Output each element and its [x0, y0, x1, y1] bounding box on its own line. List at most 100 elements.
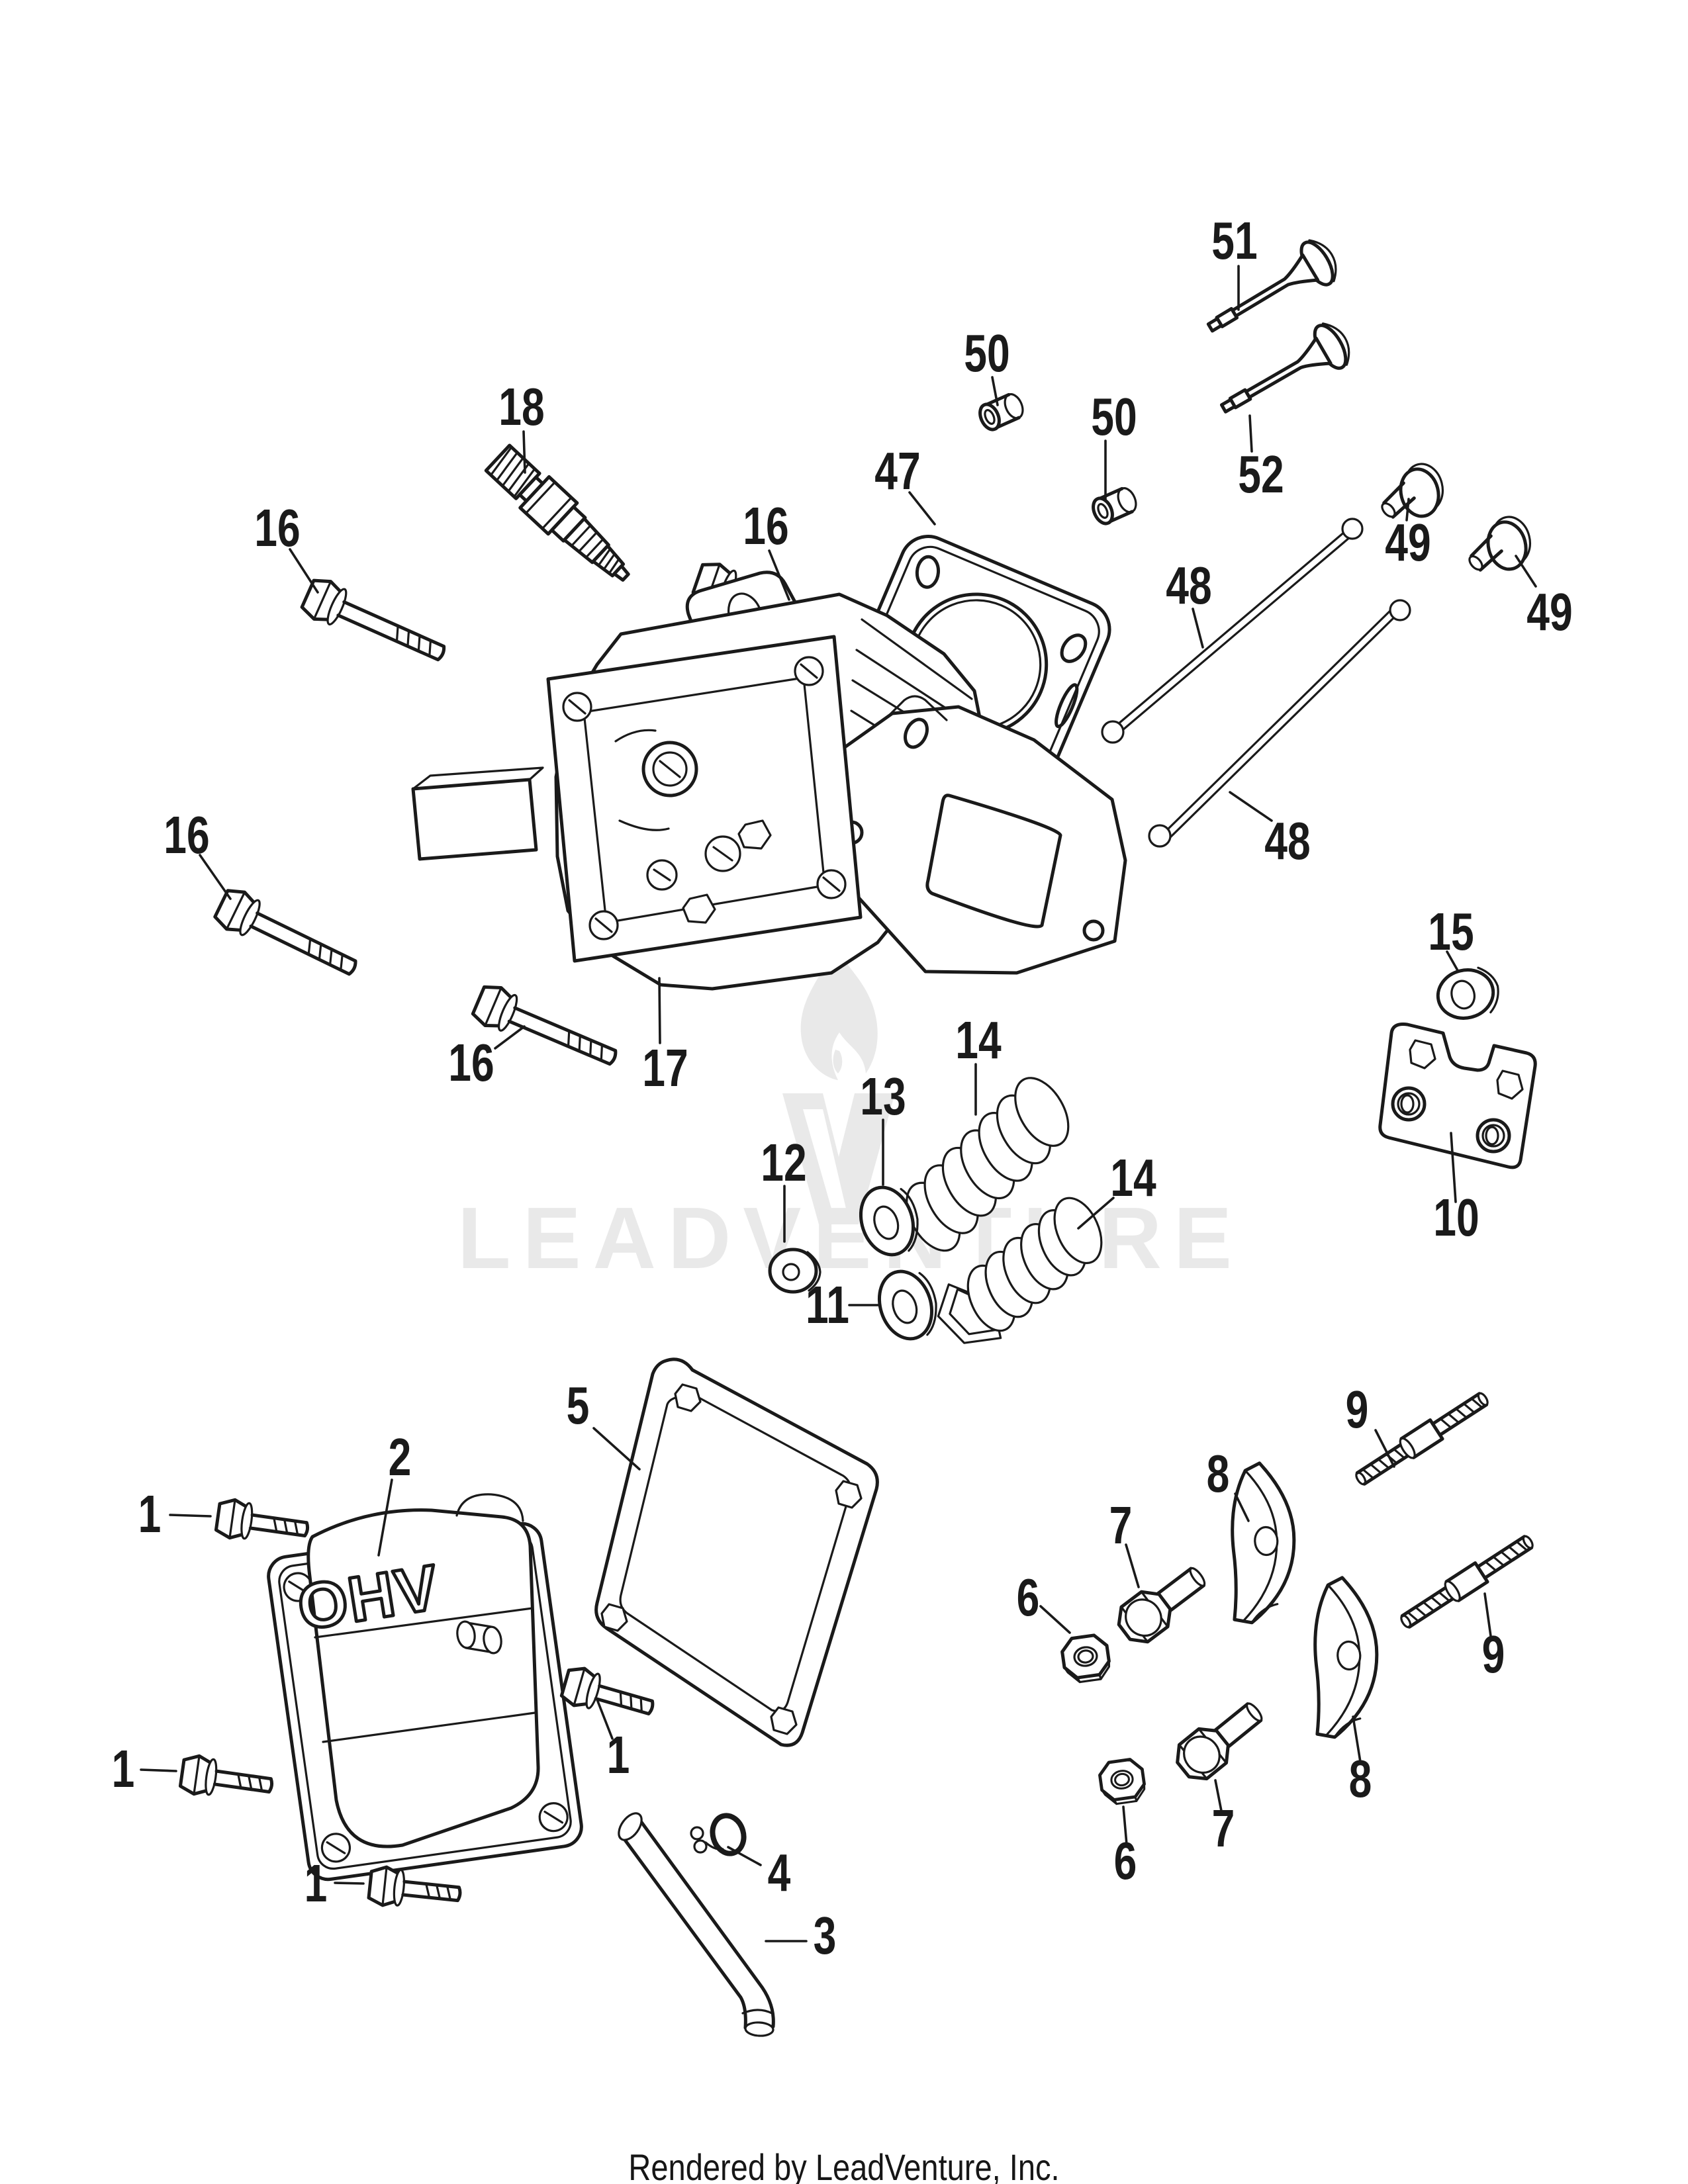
- callout-label[interactable]: 13: [860, 1067, 906, 1126]
- callout-49[interactable]: 49: [1515, 555, 1573, 642]
- callout-leader-line: [1248, 414, 1253, 453]
- callout-12[interactable]: 12: [761, 1133, 807, 1243]
- leadventure-watermark: LEADVENTURE: [457, 945, 1232, 1287]
- callout-label[interactable]: 47: [874, 441, 920, 500]
- callout-16[interactable]: 16: [448, 1025, 526, 1093]
- callout-17[interactable]: 17: [642, 977, 688, 1098]
- callout-label[interactable]: 14: [955, 1011, 1001, 1069]
- callout-leader-line: [334, 1882, 365, 1885]
- part-washer-12: [768, 1248, 821, 1294]
- callout-label[interactable]: 2: [389, 1428, 412, 1486]
- callout-48[interactable]: 48: [1166, 556, 1212, 649]
- callout-1[interactable]: 1: [112, 1739, 177, 1799]
- callout-label[interactable]: 9: [1482, 1625, 1505, 1684]
- callout-label[interactable]: 16: [448, 1033, 494, 1092]
- callout-label[interactable]: 7: [1212, 1799, 1235, 1858]
- callout-3[interactable]: 3: [765, 1906, 837, 1966]
- callout-label[interactable]: 16: [254, 498, 300, 557]
- callout-label[interactable]: 12: [761, 1133, 806, 1192]
- part-pivot-7b: [1170, 1693, 1271, 1787]
- callout-leader-line: [1125, 1543, 1140, 1588]
- callout-13[interactable]: 13: [860, 1067, 906, 1186]
- callout-label[interactable]: 1: [112, 1739, 135, 1798]
- callout-label[interactable]: 11: [806, 1275, 849, 1334]
- callout-label[interactable]: 48: [1264, 811, 1310, 870]
- callout-14[interactable]: 14: [1077, 1148, 1156, 1230]
- callout-label[interactable]: 3: [814, 1906, 837, 1965]
- callout-15[interactable]: 15: [1428, 902, 1474, 973]
- part-nut-6a: [1060, 1634, 1111, 1684]
- callout-label[interactable]: 1: [607, 1725, 630, 1784]
- callout-label[interactable]: 52: [1238, 445, 1284, 504]
- callout-label[interactable]: 7: [1109, 1496, 1133, 1555]
- callout-11[interactable]: 11: [806, 1275, 880, 1335]
- callout-51[interactable]: 51: [1211, 211, 1258, 311]
- callout-leader-line: [1077, 1197, 1115, 1230]
- part-cover-bolt-1c: [368, 1866, 462, 1913]
- callout-label[interactable]: 6: [1017, 1568, 1040, 1627]
- callout-leader-line: [1374, 1429, 1395, 1468]
- part-valve-52: [1219, 322, 1350, 414]
- callout-9[interactable]: 9: [1482, 1592, 1505, 1684]
- callout-label[interactable]: 5: [567, 1376, 590, 1435]
- callout-1[interactable]: 1: [596, 1698, 630, 1785]
- callout-16[interactable]: 16: [254, 498, 319, 594]
- part-cover-bolt-1b: [179, 1754, 274, 1804]
- callout-8[interactable]: 8: [1207, 1444, 1250, 1522]
- callout-7[interactable]: 7: [1109, 1496, 1140, 1588]
- callout-label[interactable]: 51: [1211, 211, 1257, 270]
- callout-7[interactable]: 7: [1212, 1779, 1235, 1858]
- callout-label[interactable]: 4: [768, 1843, 791, 1902]
- callout-47[interactable]: 47: [874, 441, 936, 525]
- part-stud-9a: [1352, 1388, 1491, 1490]
- callout-label[interactable]: 17: [642, 1038, 688, 1097]
- callout-leader-line: [1352, 1715, 1362, 1763]
- callout-label[interactable]: 50: [1091, 387, 1137, 446]
- callout-label[interactable]: 8: [1207, 1444, 1230, 1503]
- callout-9[interactable]: 9: [1346, 1380, 1395, 1468]
- callout-label[interactable]: 49: [1526, 582, 1572, 641]
- callout-leader-line: [1229, 791, 1273, 822]
- part-push-rod-48b: [1148, 599, 1411, 848]
- part-cylinder-head: [411, 570, 1127, 991]
- callout-label[interactable]: 49: [1385, 513, 1430, 572]
- callout-label[interactable]: 9: [1346, 1380, 1369, 1439]
- callout-52[interactable]: 52: [1238, 414, 1284, 504]
- part-stud-9b: [1397, 1531, 1536, 1633]
- callout-16[interactable]: 16: [164, 805, 232, 900]
- part-spark-plug: [484, 443, 630, 582]
- callout-label[interactable]: 48: [1166, 556, 1211, 615]
- callout-label[interactable]: 16: [743, 496, 788, 555]
- callout-label[interactable]: 1: [305, 1854, 328, 1913]
- callout-label[interactable]: 15: [1428, 902, 1474, 961]
- callout-14[interactable]: 14: [955, 1011, 1002, 1116]
- callout-label[interactable]: 8: [1349, 1749, 1372, 1808]
- callout-48[interactable]: 48: [1229, 791, 1311, 871]
- callout-50[interactable]: 50: [964, 324, 1010, 406]
- callout-50[interactable]: 50: [1091, 387, 1137, 500]
- callout-6[interactable]: 6: [1114, 1805, 1137, 1891]
- callout-18[interactable]: 18: [498, 377, 545, 474]
- callout-label[interactable]: 6: [1114, 1831, 1137, 1890]
- callout-1[interactable]: 1: [138, 1484, 212, 1544]
- callout-16[interactable]: 16: [743, 496, 790, 601]
- part-pivot-7a: [1111, 1557, 1214, 1649]
- callout-49[interactable]: 49: [1385, 498, 1431, 572]
- callout-10[interactable]: 10: [1433, 1132, 1479, 1248]
- callout-5[interactable]: 5: [567, 1376, 641, 1471]
- callout-1[interactable]: 1: [305, 1854, 365, 1913]
- callout-label[interactable]: 1: [138, 1484, 162, 1543]
- part-valve-spring-14b: [937, 1197, 1103, 1344]
- callout-8[interactable]: 8: [1349, 1715, 1372, 1809]
- part-breather-tube: [618, 1812, 775, 2037]
- callout-label[interactable]: 16: [164, 805, 209, 864]
- callout-label[interactable]: 10: [1433, 1188, 1479, 1247]
- callout-leader-line: [1214, 1779, 1223, 1812]
- callout-label[interactable]: 50: [964, 324, 1009, 383]
- callout-4[interactable]: 4: [727, 1843, 791, 1903]
- callout-6[interactable]: 6: [1017, 1568, 1071, 1634]
- callout-2[interactable]: 2: [377, 1428, 412, 1557]
- callout-label[interactable]: 14: [1110, 1148, 1156, 1207]
- part-rocker-8b: [1309, 1576, 1382, 1738]
- callout-label[interactable]: 18: [498, 377, 544, 436]
